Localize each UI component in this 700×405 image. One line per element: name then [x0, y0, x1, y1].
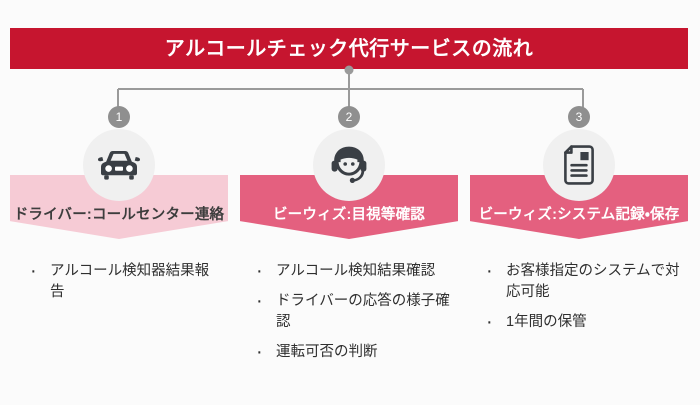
car-icon	[97, 148, 141, 182]
list-item: 1年間の保管	[480, 308, 686, 337]
step-number-badge-1: 1	[108, 106, 130, 128]
list-item: ドライバーの応答の様子確認	[250, 287, 454, 333]
step-icon-circle-3	[543, 129, 615, 201]
step-icon-circle-1	[83, 129, 155, 201]
step-icon-circle-2	[313, 129, 385, 201]
list-item: お客様指定のシステムで対応可能	[480, 257, 686, 303]
document-icon	[561, 144, 597, 186]
list-item: アルコール検知結果確認	[250, 257, 454, 286]
diagram-title-banner: アルコールチェック代行サービスの流れ	[10, 28, 688, 69]
list-item: 運転可否の判断	[250, 338, 454, 367]
page-title: アルコールチェック代行サービスの流れ	[164, 37, 534, 60]
headset-operator-icon	[328, 144, 370, 186]
step-label-1: ドライバー:コールセンター連絡	[13, 207, 225, 223]
step-bullet-list-2: アルコール検知結果確認 ドライバーの応答の様子確認 運転可否の判断	[240, 257, 458, 372]
list-item: アルコール検知器結果報告	[24, 257, 222, 303]
step-number-badge-2: 2	[338, 106, 360, 128]
step-label-2: ビーウィズ:目視等確認	[272, 207, 426, 223]
step-bullet-list-1: アルコール検知器結果報告	[10, 257, 228, 312]
step-number-badge-3: 3	[568, 106, 590, 128]
step-bullet-list-3: お客様指定のシステムで対応可能 1年間の保管	[470, 257, 688, 342]
step-label-3: ビーウィズ:システム記録・保存	[478, 207, 680, 223]
